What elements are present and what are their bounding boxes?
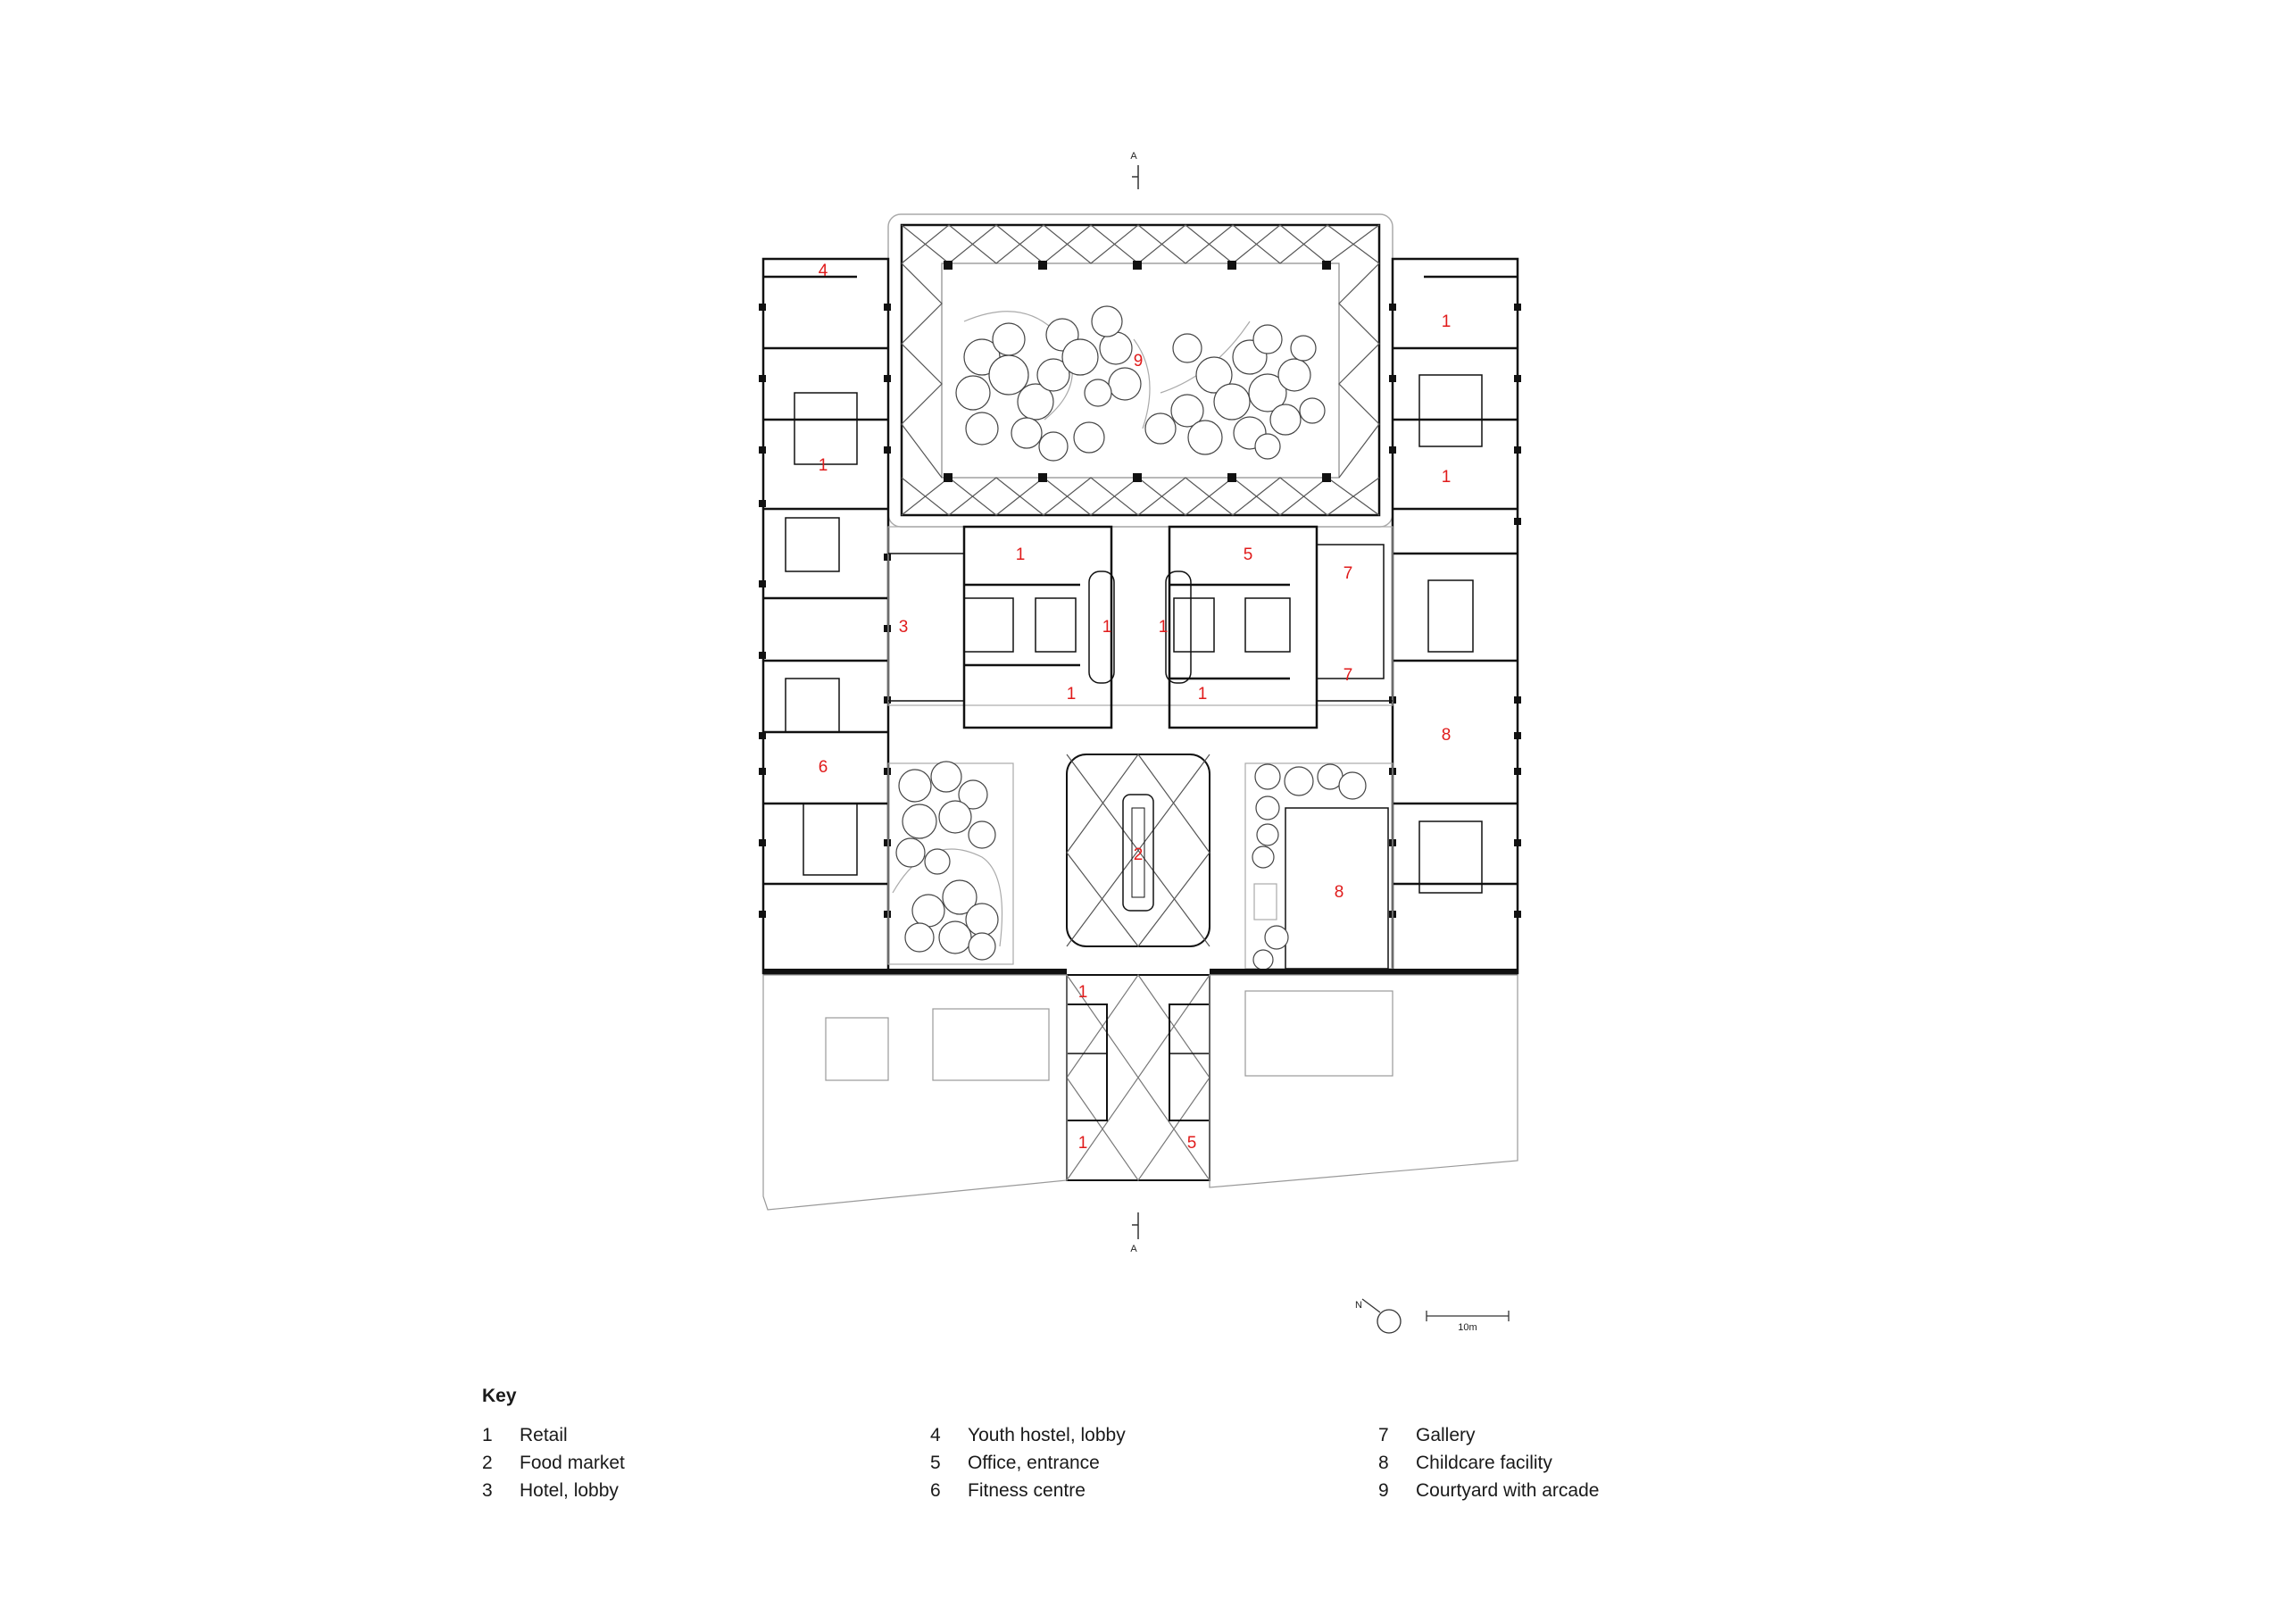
room-number: 1 [1078, 1134, 1088, 1153]
room-number: 6 [819, 758, 828, 777]
west-wing [761, 257, 890, 975]
room-number: 5 [1187, 1134, 1197, 1153]
room-number: 7 [1343, 666, 1353, 685]
east-wing-columns [1389, 304, 1521, 918]
room-number: 4 [819, 262, 828, 280]
room-number: 8 [1442, 726, 1452, 745]
central-block [887, 525, 1393, 729]
neighbouring-buildings [762, 974, 1518, 1211]
east-wing [1391, 257, 1519, 975]
room-number: 1 [1442, 312, 1452, 331]
room-number: 1 [1016, 545, 1026, 564]
room-number: 1 [1067, 685, 1077, 704]
room-number: 9 [1134, 352, 1144, 371]
room-number: 5 [1244, 545, 1253, 564]
section-marker-bottom: A [1130, 1212, 1139, 1254]
room-number: 1 [1102, 618, 1112, 637]
section-label-bottom: A [1130, 1244, 1137, 1254]
scale-label: 10m [1458, 1322, 1477, 1333]
room-number: 1 [1078, 983, 1088, 1002]
room-number: 1 [1198, 685, 1208, 704]
food-market [1066, 753, 1210, 947]
trees-southeast [1252, 763, 1367, 970]
room-number: 1 [819, 456, 828, 475]
south-wall [763, 969, 1518, 975]
room-number: 8 [1335, 883, 1344, 902]
legend-title: Key [482, 1386, 517, 1406]
north-arrow: N [1355, 1298, 1402, 1334]
room-number: 7 [1343, 564, 1353, 583]
scale-bar: 10m [1426, 1311, 1510, 1333]
trees-north [955, 305, 1326, 462]
north-label: N [1355, 1300, 1362, 1311]
section-label-top: A [1130, 151, 1137, 162]
room-number: 3 [899, 618, 909, 637]
section-marker-top: A [1130, 151, 1139, 189]
west-wing-columns [759, 304, 891, 918]
room-numbers: 4 9 1 1 1 1 5 7 3 1 1 7 1 1 8 6 2 8 1 1 … [819, 262, 1452, 1153]
room-number: 1 [1159, 618, 1169, 637]
trees-southwest [895, 761, 999, 961]
room-number: 1 [1442, 468, 1452, 487]
room-number: 2 [1134, 845, 1144, 864]
